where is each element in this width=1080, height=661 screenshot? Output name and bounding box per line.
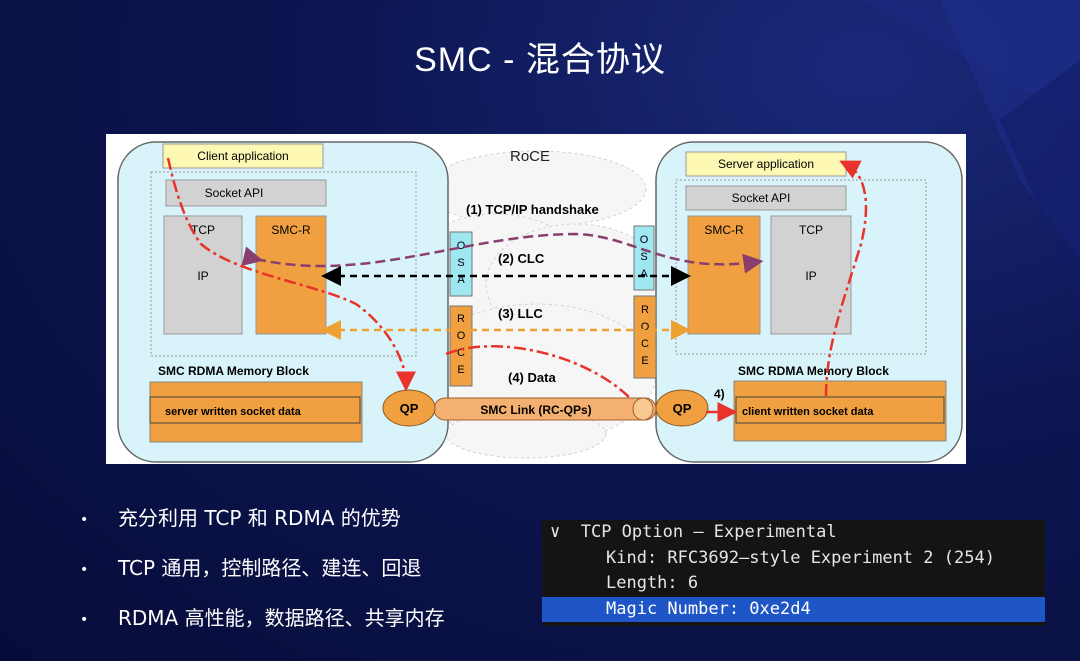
server-mem-block-label: SMC RDMA Memory Block xyxy=(738,364,889,378)
bullet-text: RDMA 高性能，数据路径、共享内存 xyxy=(118,606,445,630)
bullet-item: • TCP 通用，控制路径、建连、回退 xyxy=(80,550,445,600)
client-tcp-ip-box xyxy=(163,215,243,335)
server-roce-letter: E xyxy=(641,355,648,367)
tcp-option-tree-row[interactable]: ∨ TCP Option – Experimental xyxy=(542,520,1045,546)
server-smcr-box xyxy=(687,215,761,335)
bullet-text: 充分利用 TCP 和 RDMA 的优势 xyxy=(118,506,401,530)
step-clc-label: (2) CLC xyxy=(498,251,545,266)
magic-number-row[interactable]: Magic Number: 0xe2d4 xyxy=(542,596,1045,622)
client-buffer-box xyxy=(149,396,361,424)
roce-data-path xyxy=(445,344,632,400)
bullet-item: • RDMA 高性能，数据路径、共享内存 xyxy=(80,600,445,650)
handshake-arrow xyxy=(241,232,764,274)
server-qp-label: QP xyxy=(673,401,692,416)
server-buffer-box xyxy=(735,396,945,424)
client-roce-letter: E xyxy=(457,364,464,376)
chevron-down-icon[interactable]: ∨ xyxy=(550,522,561,542)
client-app-label: Client application xyxy=(197,149,288,163)
client-smcr-label: SMC-R xyxy=(271,223,311,237)
bullet-dot-icon: • xyxy=(80,611,89,628)
server-tcp-ip-box xyxy=(770,215,852,335)
kind-row[interactable]: Kind: RFC3692–style Experiment 2 (254) xyxy=(606,547,995,568)
server-osa-letter: S xyxy=(640,251,647,263)
step-data-label: (4) Data xyxy=(508,370,556,385)
step-llc-label: (3) LLC xyxy=(498,306,543,321)
client-socket-api-box xyxy=(165,179,327,207)
client-mem-block-label: SMC RDMA Memory Block xyxy=(158,364,309,378)
server-data-path xyxy=(824,160,868,397)
server-buffer-label: client written socket data xyxy=(742,406,874,418)
bullet-item: • 充分利用 TCP 和 RDMA 的优势 xyxy=(80,500,445,550)
background-decoration xyxy=(860,0,1080,300)
server-roce-letter: C xyxy=(641,338,649,350)
server-socket-api-label: Socket API xyxy=(732,191,791,205)
bullet-dot-icon: • xyxy=(80,511,89,528)
slide-title: SMC - 混合协议 xyxy=(414,41,666,79)
server-app-box xyxy=(685,151,847,177)
client-qp-label: QP xyxy=(400,401,419,416)
client-ip-label: IP xyxy=(197,269,208,283)
step-handshake-label: (1) TCP/IP handshake xyxy=(466,202,599,217)
smc-link-tube-end xyxy=(632,397,654,421)
client-osa-letter: S xyxy=(457,257,464,269)
server-tcp-label: TCP xyxy=(799,223,823,237)
server-step-marker: 4) xyxy=(714,387,725,401)
client-roce-letter: R xyxy=(457,313,465,325)
server-osa-letter: O xyxy=(640,234,649,246)
server-osa-letter: A xyxy=(640,268,648,280)
client-osa-letter: O xyxy=(457,240,466,252)
server-socket-api-box xyxy=(685,185,847,211)
server-smcr-label: SMC-R xyxy=(704,223,744,237)
client-socket-api-label: Socket API xyxy=(205,186,264,200)
roce-label: RoCE xyxy=(510,148,550,165)
server-qp-node xyxy=(655,389,709,427)
client-app-box xyxy=(162,143,324,169)
bullet-dot-icon: • xyxy=(80,561,89,578)
client-buffer-label: server written socket data xyxy=(165,406,302,418)
smc-link-label: SMC Link (RC-QPs) xyxy=(480,403,591,417)
client-tcp-label: TCP xyxy=(191,223,215,237)
client-roce-letter: C xyxy=(457,347,465,359)
wireshark-packet-detail: ∨ TCP Option – Experimental Kind: RFC369… xyxy=(542,520,1045,626)
bullet-text: TCP 通用，控制路径、建连、回退 xyxy=(118,556,422,580)
smc-architecture-diagram: RoCE Client application Socket API TCP I… xyxy=(106,134,966,464)
server-ip-label: IP xyxy=(805,269,816,283)
client-roce-letter: O xyxy=(457,330,466,342)
length-row[interactable]: Length: 6 xyxy=(606,573,699,593)
server-app-label: Server application xyxy=(718,157,814,171)
server-roce-letter: R xyxy=(641,304,649,316)
tcp-option-header: TCP Option – Experimental xyxy=(580,522,837,542)
bullet-list: •充分利用 TCP 和 RDMA 的优势 •TCP 通用，控制路径、建连、回退 … xyxy=(80,500,445,650)
